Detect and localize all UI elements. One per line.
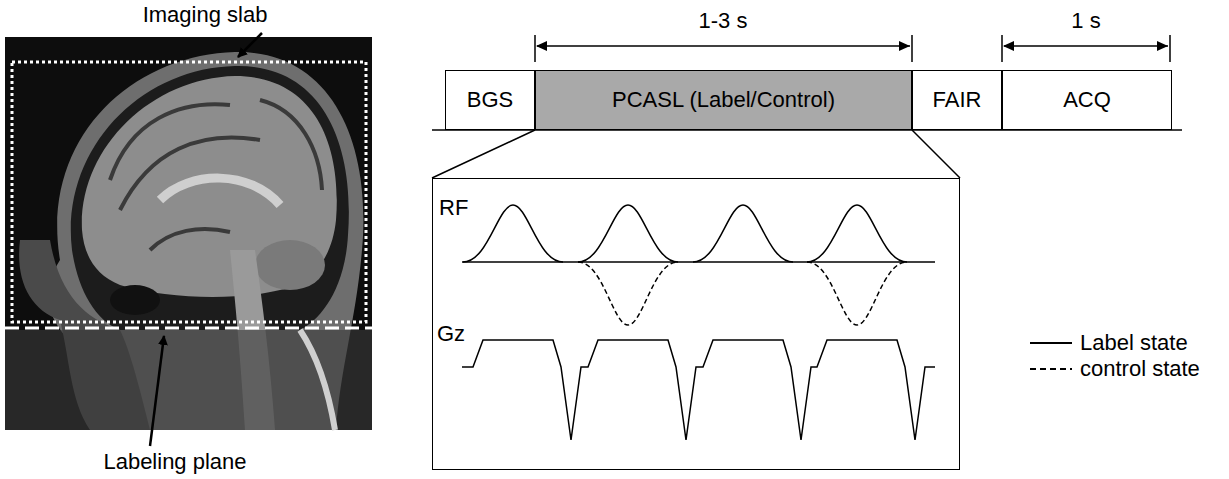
block-label: FAIR <box>933 87 982 113</box>
axis-label: RF <box>439 195 468 221</box>
block-label: PCASL (Label/Control) <box>612 87 835 113</box>
sequence-block: ACQ <box>1002 70 1172 130</box>
dimension-label: 1 s <box>1071 8 1100 34</box>
image-label: Imaging slab <box>143 2 268 28</box>
axis-label: Gz <box>437 321 465 347</box>
leader-arrow <box>238 33 262 57</box>
image-label: Labeling plane <box>103 449 246 475</box>
zoom-box: RF Gz <box>432 178 960 470</box>
labeling-plane-line <box>5 327 372 330</box>
leader-arrow <box>150 336 164 446</box>
dimension-label: 1-3 s <box>699 8 748 34</box>
legend-swatch <box>1030 338 1072 348</box>
gradient-waveform <box>462 340 935 440</box>
imaging-slab-outline <box>12 62 366 322</box>
sequence-block: PCASL (Label/Control) <box>535 70 912 130</box>
sequence-block: FAIR <box>912 70 1002 130</box>
sequence-block: BGS <box>445 70 535 130</box>
legend-text: control state <box>1080 356 1200 382</box>
legend-swatch <box>1030 364 1072 374</box>
dimension-arrow <box>535 35 1170 62</box>
block-label: BGS <box>467 87 513 113</box>
mri-image <box>5 37 372 430</box>
rf-waveform <box>462 205 935 325</box>
legend-text: Label state <box>1080 330 1188 356</box>
zoom-connector <box>432 130 960 178</box>
legend-entry: control state <box>1030 356 1200 382</box>
block-label: ACQ <box>1063 87 1111 113</box>
legend-entry: Label state <box>1030 330 1188 356</box>
